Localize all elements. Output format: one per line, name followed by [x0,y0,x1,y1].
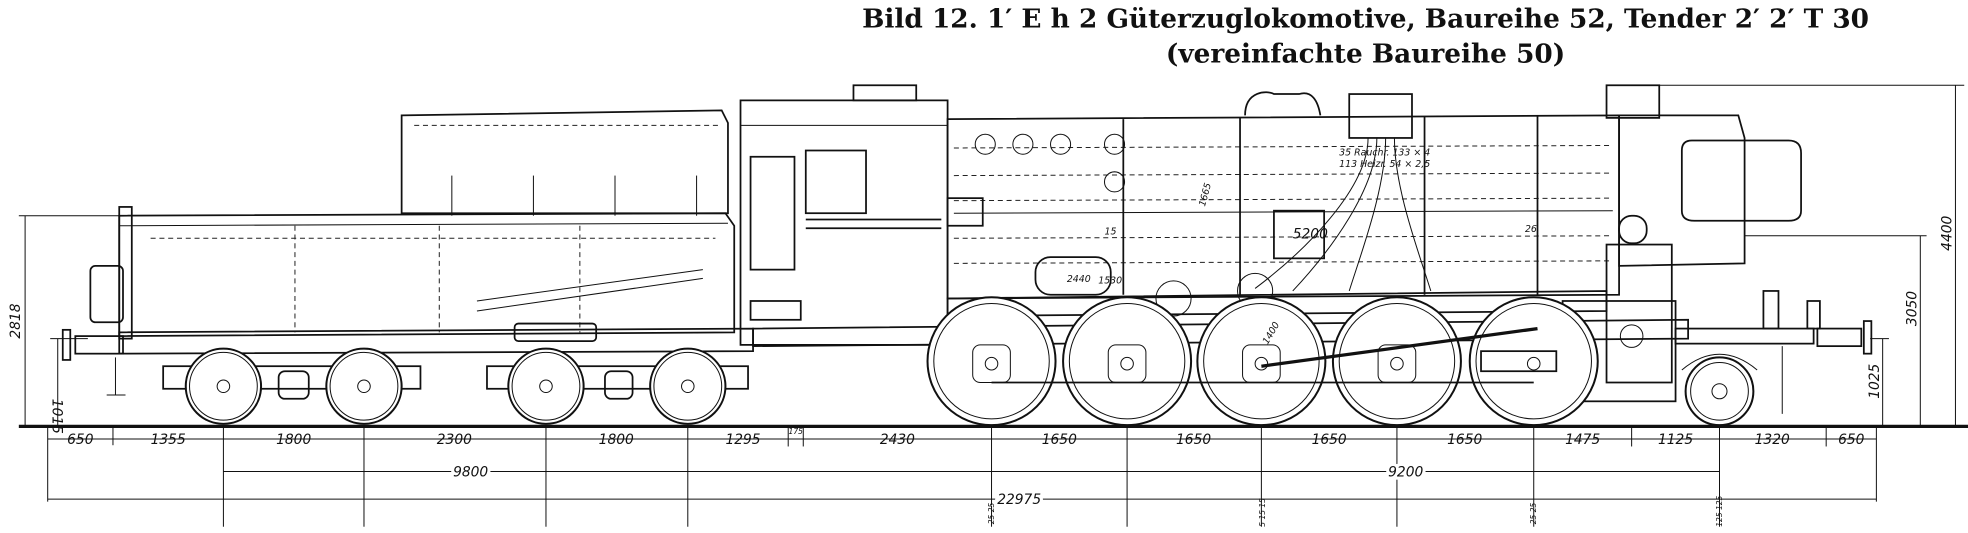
fire-tubes-note: 113 Heizr. 54 × 2,5 [1339,159,1430,170]
axle-play-label: 5 15 15 [1258,498,1267,527]
dim-label: 175 [789,427,804,436]
tender-buffer-height-label: 1015 [49,399,65,434]
boiler-center-height-label: 3050 [1905,291,1921,326]
height-dimensions: 2818 1015 4400 3050 1025 [8,84,1965,434]
tender-bogie-front [486,347,749,425]
dim-2440-label: 2440 [1067,274,1091,285]
axle-play-label: 25 25 [987,502,996,524]
tube-length-label: 5200 [1293,226,1328,242]
tender-bogie-rear [162,347,422,425]
length-dimensions: 650 1355 1800 2300 1800 1295 175 2430 16… [47,426,1877,527]
axle-play-label: 25 25 [1529,502,1538,524]
dim-label: 1650 [1176,432,1211,448]
pony-truck-wheel [1681,353,1758,427]
firebox-height-label: 1665 [1197,182,1214,208]
dim-26-label: 26 [1525,224,1537,235]
dim-label: 1320 [1755,432,1790,448]
dim-1530-label: 1530 [1098,275,1122,286]
figure-title: Bild 12. 1′ E h 2 Güterzuglokomotive, Ba… [862,4,1869,35]
coupled-wheels [926,296,1599,427]
dim-label: 1355 [151,432,186,448]
overall-length-label: 22975 [997,492,1041,508]
smoke-tubes-note: 35 Rauchr. 133 × 4 [1339,148,1430,159]
dim-label: 1800 [599,432,634,448]
smokebox [1561,84,1746,403]
loco-buffer-height-label: 1025 [1867,363,1883,398]
dim-label: 1650 [1312,432,1347,448]
dim-label: 1650 [1447,432,1482,448]
tender-height-label: 2818 [8,303,24,338]
dim-label: 650 [67,432,94,448]
tender [61,109,754,396]
tender-wheelbase-label: 9800 [453,465,488,481]
dim-label: 2300 [437,432,472,448]
dim-label: 1295 [725,432,760,448]
smoke-deflector [1680,139,1802,222]
figure-subtitle: (vereinfachte Baureihe 50) [1166,39,1565,70]
dim-label: 1475 [1565,432,1600,448]
dim-label: 1125 [1658,432,1693,448]
dim-15-label: 15 [1104,227,1116,238]
dim-label: 1800 [276,432,311,448]
cab [739,84,949,346]
boiler [946,91,1620,317]
overall-height-label: 4400 [1940,216,1956,251]
axle-play-label: 125 125 [1715,495,1724,526]
dim-label: 1650 [1042,432,1077,448]
dim-label: 650 [1838,432,1865,448]
dim-label: 2430 [880,432,915,448]
loco-wheelbase-label: 9200 [1388,465,1423,481]
